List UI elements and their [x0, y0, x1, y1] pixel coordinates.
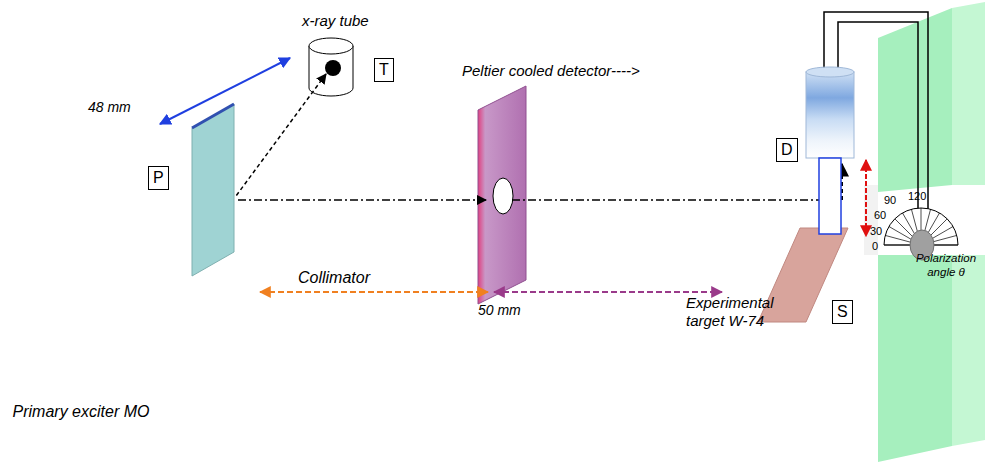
mount-panel: [878, 8, 952, 192]
part-letter: T: [379, 61, 389, 78]
part-label: 48 mm: [88, 99, 131, 115]
part-label: Polarization angle θ: [911, 252, 981, 280]
secondary-beam: [512, 199, 842, 201]
letter-box: T: [374, 58, 394, 82]
part-label: Collimator: [298, 269, 370, 286]
part-label: Primary exciter MO: [13, 403, 150, 420]
tube-anode: [325, 60, 341, 76]
detector-body: [806, 72, 854, 158]
exciter-plate: [192, 104, 234, 276]
angle-mark: 60: [874, 209, 886, 222]
tube-top: [309, 38, 353, 54]
part-label: Experimental target W-74: [686, 294, 774, 329]
mount-panel: [878, 255, 952, 462]
part-label: 50 mm: [478, 302, 521, 319]
letter-box: P: [148, 166, 169, 190]
part-label: 48 mm: [88, 99, 131, 116]
letter-box: D: [776, 138, 798, 162]
part-label: Polarization angle θ: [916, 252, 976, 278]
angle-mark: 90: [884, 194, 896, 206]
letter-box: S: [832, 300, 853, 324]
part-label: Peltier cooled detector---->: [462, 62, 640, 79]
mount-panel: [952, 2, 985, 185]
collimator-hole: [493, 178, 513, 214]
part-label: x-ray tube: [302, 12, 369, 30]
plate-edge: [192, 104, 234, 128]
angle-mark: 90: [884, 194, 896, 207]
part-letter: D: [781, 141, 793, 158]
part-label: x-ray tube: [302, 12, 369, 29]
angle-mark: 30: [870, 225, 882, 238]
primary-beam: [236, 74, 326, 196]
detector-cap: [806, 67, 854, 77]
mount-panel: [952, 255, 985, 446]
dimension-arrow: [160, 58, 290, 124]
angle-mark: 30: [870, 225, 882, 237]
part-label: Peltier cooled detector---->: [462, 62, 640, 80]
angle-mark: 60: [874, 209, 886, 221]
part-label: Collimator: [298, 268, 370, 287]
angle-mark: 0: [872, 240, 878, 253]
detector-snout: [819, 158, 841, 234]
distance-arrow: [865, 160, 867, 236]
part-letter: S: [837, 303, 848, 320]
angle-mark: 0: [872, 240, 878, 252]
part-label: Primary exciter MO: [6, 402, 156, 421]
dimension-arrow: [260, 291, 488, 293]
angle-mark: 120: [908, 190, 926, 203]
angle-mark: 120: [908, 190, 926, 202]
collimator-plate: [478, 86, 526, 304]
part-letter: P: [153, 169, 164, 186]
dimension-arrow: [494, 291, 722, 293]
part-label: Experimental target W-74: [686, 294, 792, 330]
part-label: 50 mm: [478, 302, 521, 318]
secondary-beam: [238, 199, 486, 201]
